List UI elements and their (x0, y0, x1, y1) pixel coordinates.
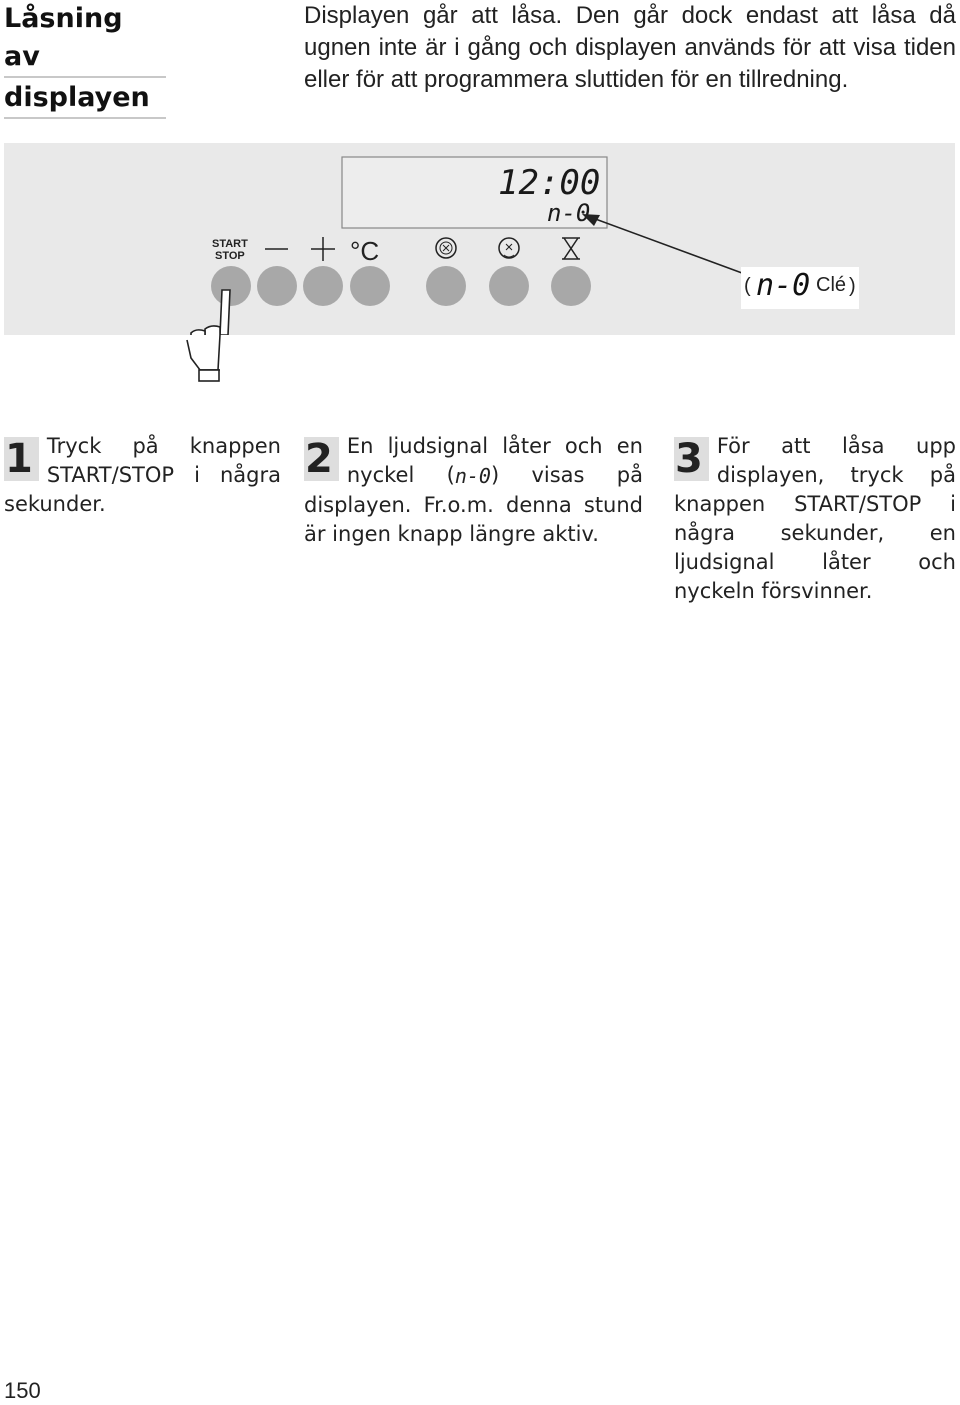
inline-key-code: n-0 (454, 463, 491, 488)
side-heading-line1: Låsning av (4, 0, 166, 78)
start-stop-button[interactable] (211, 266, 251, 306)
control-panel-illustration: 12:00 n-0 ( n-0 Clé ) START STOP °C (4, 143, 955, 336)
cooking-time-icon (435, 237, 457, 259)
end-time-button[interactable] (489, 266, 529, 306)
temperature-button[interactable] (350, 266, 390, 306)
control-panel-svg: 12:00 n-0 ( n-0 Clé ) START STOP °C (4, 143, 955, 336)
plus-button[interactable] (303, 266, 343, 306)
side-heading: Låsning av displayen (4, 0, 166, 120)
callout-word: Clé (816, 274, 846, 296)
callout-arrow-line (589, 216, 743, 274)
celsius-icon: °C (350, 236, 379, 266)
start-stop-label-line2: STOP (215, 250, 245, 262)
callout-key-code: n-0 (756, 268, 810, 303)
end-time-icon (498, 237, 520, 259)
callout-box (741, 267, 859, 309)
step-2: 2 En ljudsignal låter och en nyckel (n-0… (304, 432, 643, 549)
side-heading-line2: displayen (4, 79, 166, 119)
pointing-hand-lower (186, 334, 221, 382)
callout-arrowhead (582, 214, 600, 226)
display-time: 12:00 (498, 163, 600, 203)
hourglass-icon (562, 237, 580, 260)
timer-button[interactable] (551, 266, 591, 306)
page-number: 150 (4, 1378, 41, 1403)
step-text-after: ) visas på displayen. Fr.o.m. denna stun… (304, 463, 643, 546)
pointing-hand-icon (190, 289, 231, 336)
display-window (341, 156, 608, 229)
plus-icon (311, 237, 335, 261)
callout-close-paren: ) (849, 275, 856, 297)
step-3: 3 För att låsa upp displayen, tryck på k… (674, 432, 956, 606)
step-number: 1 (4, 437, 39, 481)
intro-paragraph: Displayen går att låsa. Den går dock end… (304, 2, 956, 93)
step-number: 3 (674, 437, 709, 481)
start-stop-label-line1: START (212, 238, 248, 250)
cooking-time-button[interactable] (426, 266, 466, 306)
step-text-before: En ljudsignal låter och en nyckel ( (346, 434, 643, 487)
minus-button[interactable] (257, 266, 297, 306)
button-row (211, 266, 591, 306)
callout-open-paren: ( (744, 275, 751, 297)
display-key-code: n-0 (547, 199, 590, 227)
step-number: 2 (304, 437, 339, 481)
step-text: För att låsa upp displayen, tryck på kna… (674, 434, 956, 603)
step-text: Tryck på knappen START/STOP i några seku… (4, 434, 281, 516)
step-1: 1 Tryck på knappen START/STOP i några se… (4, 432, 281, 519)
